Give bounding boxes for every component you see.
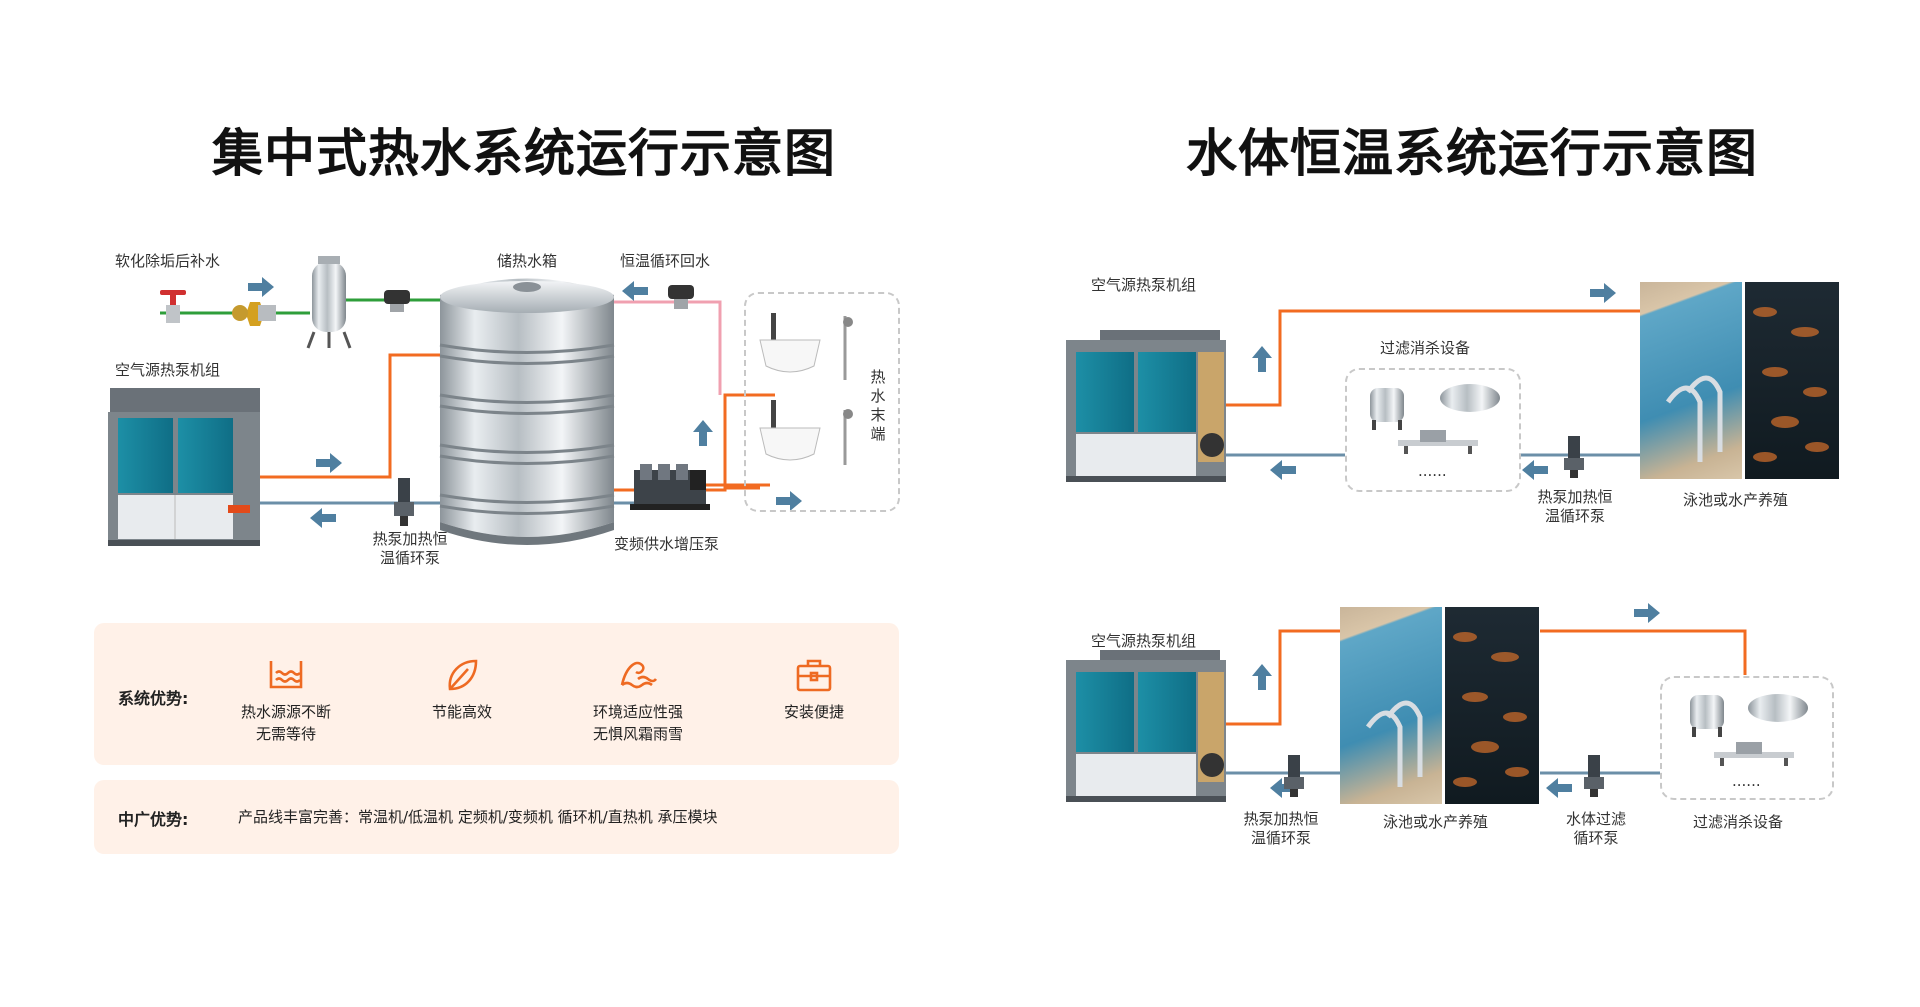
right-top-circ-pump <box>1564 436 1584 478</box>
left-circ-pump-label-line2: 温循环泵 <box>379 549 440 567</box>
advantage-line1: 安装便捷 <box>783 703 844 721</box>
right-bottom-pool-label: 泳池或水产养殖 <box>1383 813 1489 831</box>
left-circ-pump-label-line1: 热泵加热恒 <box>372 530 448 548</box>
right-top-pump-label: 热泵加热恒 温循环泵 <box>1520 488 1630 526</box>
filter-tank <box>306 256 352 349</box>
toolbox-icon <box>796 659 832 692</box>
right-top-arrows <box>1252 283 1616 480</box>
right-top-pump-label-line1: 热泵加热恒 <box>1537 488 1613 506</box>
return-water-label: 恒温循环回水 <box>620 252 711 270</box>
storage-tank-label: 储热水箱 <box>497 252 558 270</box>
advantage-line1: 节能高效 <box>431 703 492 721</box>
right-bottom-air-source-unit-label: 空气源热泵机组 <box>1091 632 1197 650</box>
right-bottom-filter-dots: ...... <box>1732 772 1761 790</box>
right-bottom-pump-label-line1: 热泵加热恒 <box>1243 810 1319 828</box>
right-bottom-arrows <box>1252 603 1660 798</box>
left-circ-pump <box>394 478 414 526</box>
right-bottom-filter-pump-label-line1: 水体过滤 <box>1565 810 1626 828</box>
right-bottom-filter-pump-label: 水体过滤 循环泵 <box>1546 810 1646 848</box>
right-top-filter-box <box>1345 368 1521 492</box>
soft-water-label: 软化除垢后补水 <box>115 252 221 270</box>
right-bottom-filter-pump <box>1584 755 1604 797</box>
right-bottom-pump-label-line2: 温循环泵 <box>1250 829 1311 847</box>
right-bottom-pump-label: 热泵加热恒 温循环泵 <box>1226 810 1336 848</box>
left-circ-pump-label: 热泵加热恒 温循环泵 <box>355 530 465 568</box>
right-bottom-filter-box <box>1660 676 1834 800</box>
advantage-item-continuous-hot-water: 热水源源不断 无需等待 <box>206 655 366 745</box>
right-bottom-heat-pump-unit <box>1066 650 1226 802</box>
zhongguang-advantages-text: 产品线丰富完善：常温机/低温机 定频机/变频机 循环机/直热机 承压模块 <box>238 808 718 826</box>
right-top-fish-photo <box>1745 282 1839 479</box>
right-top-filter-dots: ...... <box>1418 462 1447 480</box>
system-advantages-label: 系统优势: <box>118 689 189 708</box>
right-bottom-circ-pump <box>1284 755 1304 797</box>
right-bottom-filter-devices <box>1690 694 1808 766</box>
zhongguang-advantages-label: 中广优势: <box>118 810 189 829</box>
right-bottom-pool-photo <box>1340 607 1442 804</box>
booster-pump <box>630 464 710 510</box>
right-top-filter-equipment-label: 过滤消杀设备 <box>1380 339 1471 357</box>
booster-pump-label: 变频供水增压泵 <box>614 535 720 553</box>
storage-tank <box>439 278 615 545</box>
advantage-line1: 热水源源不断 <box>240 703 331 721</box>
right-top-heat-pump-unit <box>1066 330 1226 482</box>
left-flow-arrows <box>248 277 802 528</box>
right-top-air-source-unit-label: 空气源热泵机组 <box>1091 276 1197 294</box>
advantage-line1: 环境适应性强 <box>592 703 683 721</box>
right-bottom-filter-pump-label-line2: 循环泵 <box>1573 829 1619 847</box>
leaf-icon <box>448 659 478 691</box>
supply-valves <box>160 285 694 326</box>
wind-wave-icon <box>620 661 658 689</box>
left-air-source-unit-label: 空气源热泵机组 <box>115 361 221 379</box>
right-bottom-fish-photo <box>1445 607 1539 804</box>
hot-water-terminal-label: 热水末端 <box>870 368 886 443</box>
left-heat-pump-unit <box>108 388 260 546</box>
water-bath-icon <box>269 661 303 689</box>
left-title: 集中式热水系统运行示意图 <box>212 125 837 184</box>
right-top-pool-photo <box>1640 282 1742 479</box>
advantage-item-energy-efficient: 节能高效 <box>382 655 542 723</box>
system-advantages-panel: 系统优势: 热水源源不断 无需等待 节能高效 环境适应性强 无惧风霜雨雪 <box>94 623 899 765</box>
hot-water-terminal-box <box>744 292 900 512</box>
right-bottom-pipes <box>1222 629 1747 775</box>
advantage-line2: 无需等待 <box>255 725 316 743</box>
advantage-item-environment-adaptable: 环境适应性强 无惧风霜雨雪 <box>558 655 718 745</box>
right-top-pool-label: 泳池或水产养殖 <box>1683 491 1789 509</box>
right-top-pump-label-line2: 温循环泵 <box>1544 507 1605 525</box>
advantage-item-easy-install: 安装便捷 <box>734 655 894 723</box>
right-title: 水体恒温系统运行示意图 <box>1186 125 1759 184</box>
advantage-line2: 无惧风霜雨雪 <box>592 725 683 743</box>
hot-water-terminal-fixtures <box>759 313 853 465</box>
right-bottom-filter-equipment-label: 过滤消杀设备 <box>1693 813 1784 831</box>
zhongguang-advantages-panel: 中广优势: 产品线丰富完善：常温机/低温机 定频机/变频机 循环机/直热机 承压… <box>94 780 899 854</box>
right-top-filter-devices <box>1370 384 1500 454</box>
